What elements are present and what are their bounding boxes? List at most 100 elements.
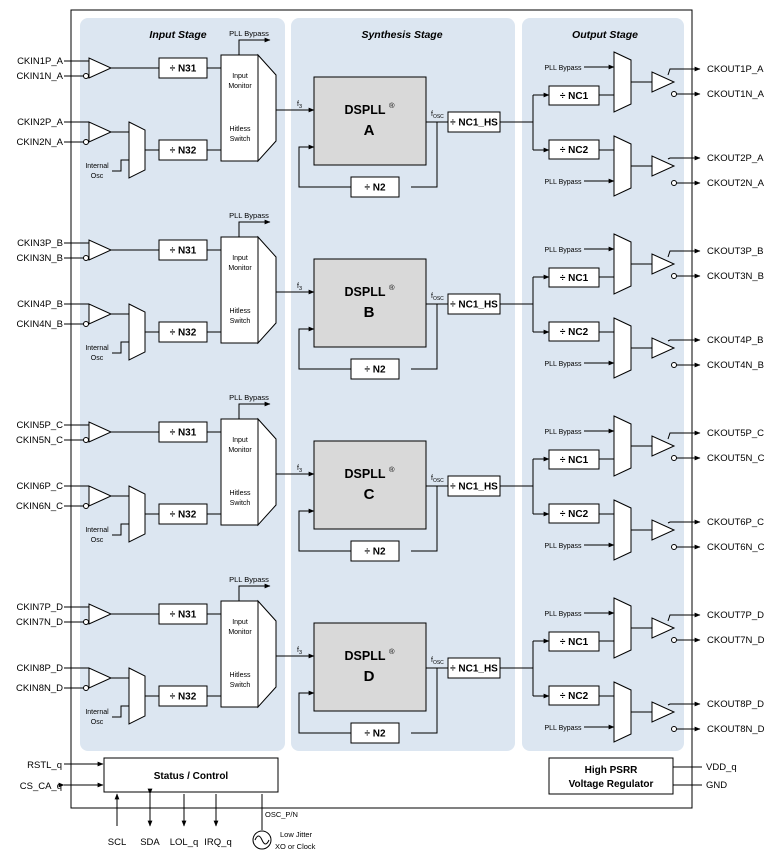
registered-mark: ® [389, 101, 395, 110]
hitless-switch-label: Switch [230, 318, 251, 325]
n2-divider-c-label: ÷ N2 [364, 547, 385, 558]
input-pin-b-1: CKIN3N_B [17, 253, 63, 264]
output-pin-c-2: CKOUT6P_C [707, 517, 764, 528]
f3-label: f3 [297, 101, 302, 110]
inverting-bubble [671, 91, 677, 97]
status-control-title: Status / Control [154, 771, 229, 782]
pll-bypass-wire [238, 37, 271, 55]
dspll-name: DSPLL [345, 649, 386, 663]
synthesis-stage-title: Synthesis Stage [361, 29, 442, 41]
signal-line [667, 612, 701, 622]
signal-line [298, 144, 351, 188]
output-buffer-d-2 [651, 701, 676, 723]
hitless-switch-label: Hitless [229, 490, 251, 497]
input-pin-d-1: CKIN7N_D [16, 617, 63, 628]
fosc-label: fOSC [431, 111, 444, 120]
output-buffer-c-2 [651, 519, 676, 541]
pll-bypass-label: PLL Bypass [229, 29, 269, 38]
output-pin-b-1: CKOUT3N_B [707, 271, 764, 282]
signal-line [667, 155, 701, 161]
input-buffer-a-2 [88, 121, 113, 143]
signal-line [298, 508, 351, 552]
regulator-line2: Voltage Regulator [569, 779, 654, 790]
input-pin-b-2: CKIN4P_B [17, 299, 63, 310]
n2-divider-b-label: ÷ N2 [364, 365, 385, 376]
output-buffer-a-2 [651, 155, 676, 177]
input-buffer-b-1 [88, 239, 113, 261]
internal-osc-label: Internal [85, 163, 109, 170]
dspll-letter-d: D [364, 668, 375, 685]
inverting-bubble [83, 685, 89, 691]
input-buffer-b-2 [88, 303, 113, 325]
output-mux-c-1 [613, 415, 632, 477]
n32-divider-a-label: ÷ N32 [170, 146, 197, 157]
signal-line [112, 341, 129, 354]
output-mux-c-2 [613, 499, 632, 561]
input-pin-b-3: CKIN4N_B [17, 319, 63, 330]
n31-divider-a-label: ÷ N31 [170, 64, 197, 75]
input-pin-c-0: CKIN5P_C [17, 420, 64, 431]
input-pin-d-3: CKIN8N_D [16, 683, 63, 694]
xo-label-line2: XO or Clock [275, 842, 316, 851]
input-pin-a-1: CKIN1N_A [17, 71, 64, 82]
nc1-divider-c-label: ÷ NC1 [560, 455, 589, 466]
nc1-divider-d-label: ÷ NC1 [560, 637, 589, 648]
dspll-letter-a: A [364, 122, 375, 139]
input-monitor-label: Monitor [228, 447, 252, 454]
f3-label: f3 [297, 465, 302, 474]
inverting-bubble [671, 362, 677, 368]
input-pin-a-0: CKIN1P_A [17, 56, 64, 67]
internal-osc-label: Osc [91, 355, 104, 362]
pll-bypass-label: PLL Bypass [544, 543, 582, 550]
registered-mark: ® [389, 647, 395, 656]
regulator-line1: High PSRR [585, 765, 639, 776]
signal-line [667, 430, 701, 440]
pll-bypass-label: PLL Bypass [544, 247, 582, 254]
signal-line [298, 326, 351, 370]
n32-divider-b-label: ÷ N32 [170, 328, 197, 339]
output-pin-a-3: CKOUT2N_A [707, 178, 765, 189]
n32-divider-c-label: ÷ N32 [170, 510, 197, 521]
hitless-switch-mux [257, 599, 277, 709]
hitless-switch-label: Hitless [229, 126, 251, 133]
output-mux-b-1 [613, 233, 632, 295]
inverting-bubble [671, 637, 677, 643]
rstl-pin-label: RSTL_q [27, 760, 62, 771]
input-buffer-d-1 [88, 603, 113, 625]
nc2-divider-a-label: ÷ NC2 [560, 145, 589, 156]
hitless-switch-label: Hitless [229, 308, 251, 315]
input-pin-c-2: CKIN6P_C [17, 481, 64, 492]
hitless-switch-label: Switch [230, 500, 251, 507]
output-pin-d-3: CKOUT8N_D [707, 724, 765, 735]
nc1-hs-divider-c-label: ÷ NC1_HS [450, 482, 498, 493]
input-buffer-c-2 [88, 485, 113, 507]
input-pin-d-0: CKIN7P_D [17, 602, 64, 613]
internal-osc-label: Internal [85, 709, 109, 716]
signal-line [411, 304, 438, 370]
n31-divider-c-label: ÷ N31 [170, 428, 197, 439]
output-mux-d-2 [613, 681, 632, 743]
input-monitor-label: Input [232, 73, 248, 80]
fosc-label: fOSC [431, 293, 444, 302]
input-stage-title: Input Stage [149, 29, 206, 41]
dspll-letter-b: B [364, 304, 375, 321]
output-pin-b-2: CKOUT4P_B [707, 335, 764, 346]
input-pin-b-0: CKIN3P_B [17, 238, 63, 249]
output-buffer-b-2 [651, 337, 676, 359]
scl-pin-label: SCL [108, 837, 126, 848]
inverting-bubble [83, 437, 89, 443]
input-pin-a-2: CKIN2P_A [17, 117, 64, 128]
internal-osc-label: Osc [91, 719, 104, 726]
output-stage-panel [522, 18, 684, 751]
input-monitor-label: Monitor [228, 265, 252, 272]
inverting-bubble [671, 455, 677, 461]
inverting-bubble [671, 544, 677, 550]
pll-bypass-label: PLL Bypass [544, 725, 582, 732]
dspll-letter-c: C [364, 486, 375, 503]
input-monitor-label: Monitor [228, 83, 252, 90]
input-pin-c-1: CKIN5N_C [16, 435, 63, 446]
input-mux-d [128, 667, 146, 725]
input-monitor-label: Input [232, 255, 248, 262]
